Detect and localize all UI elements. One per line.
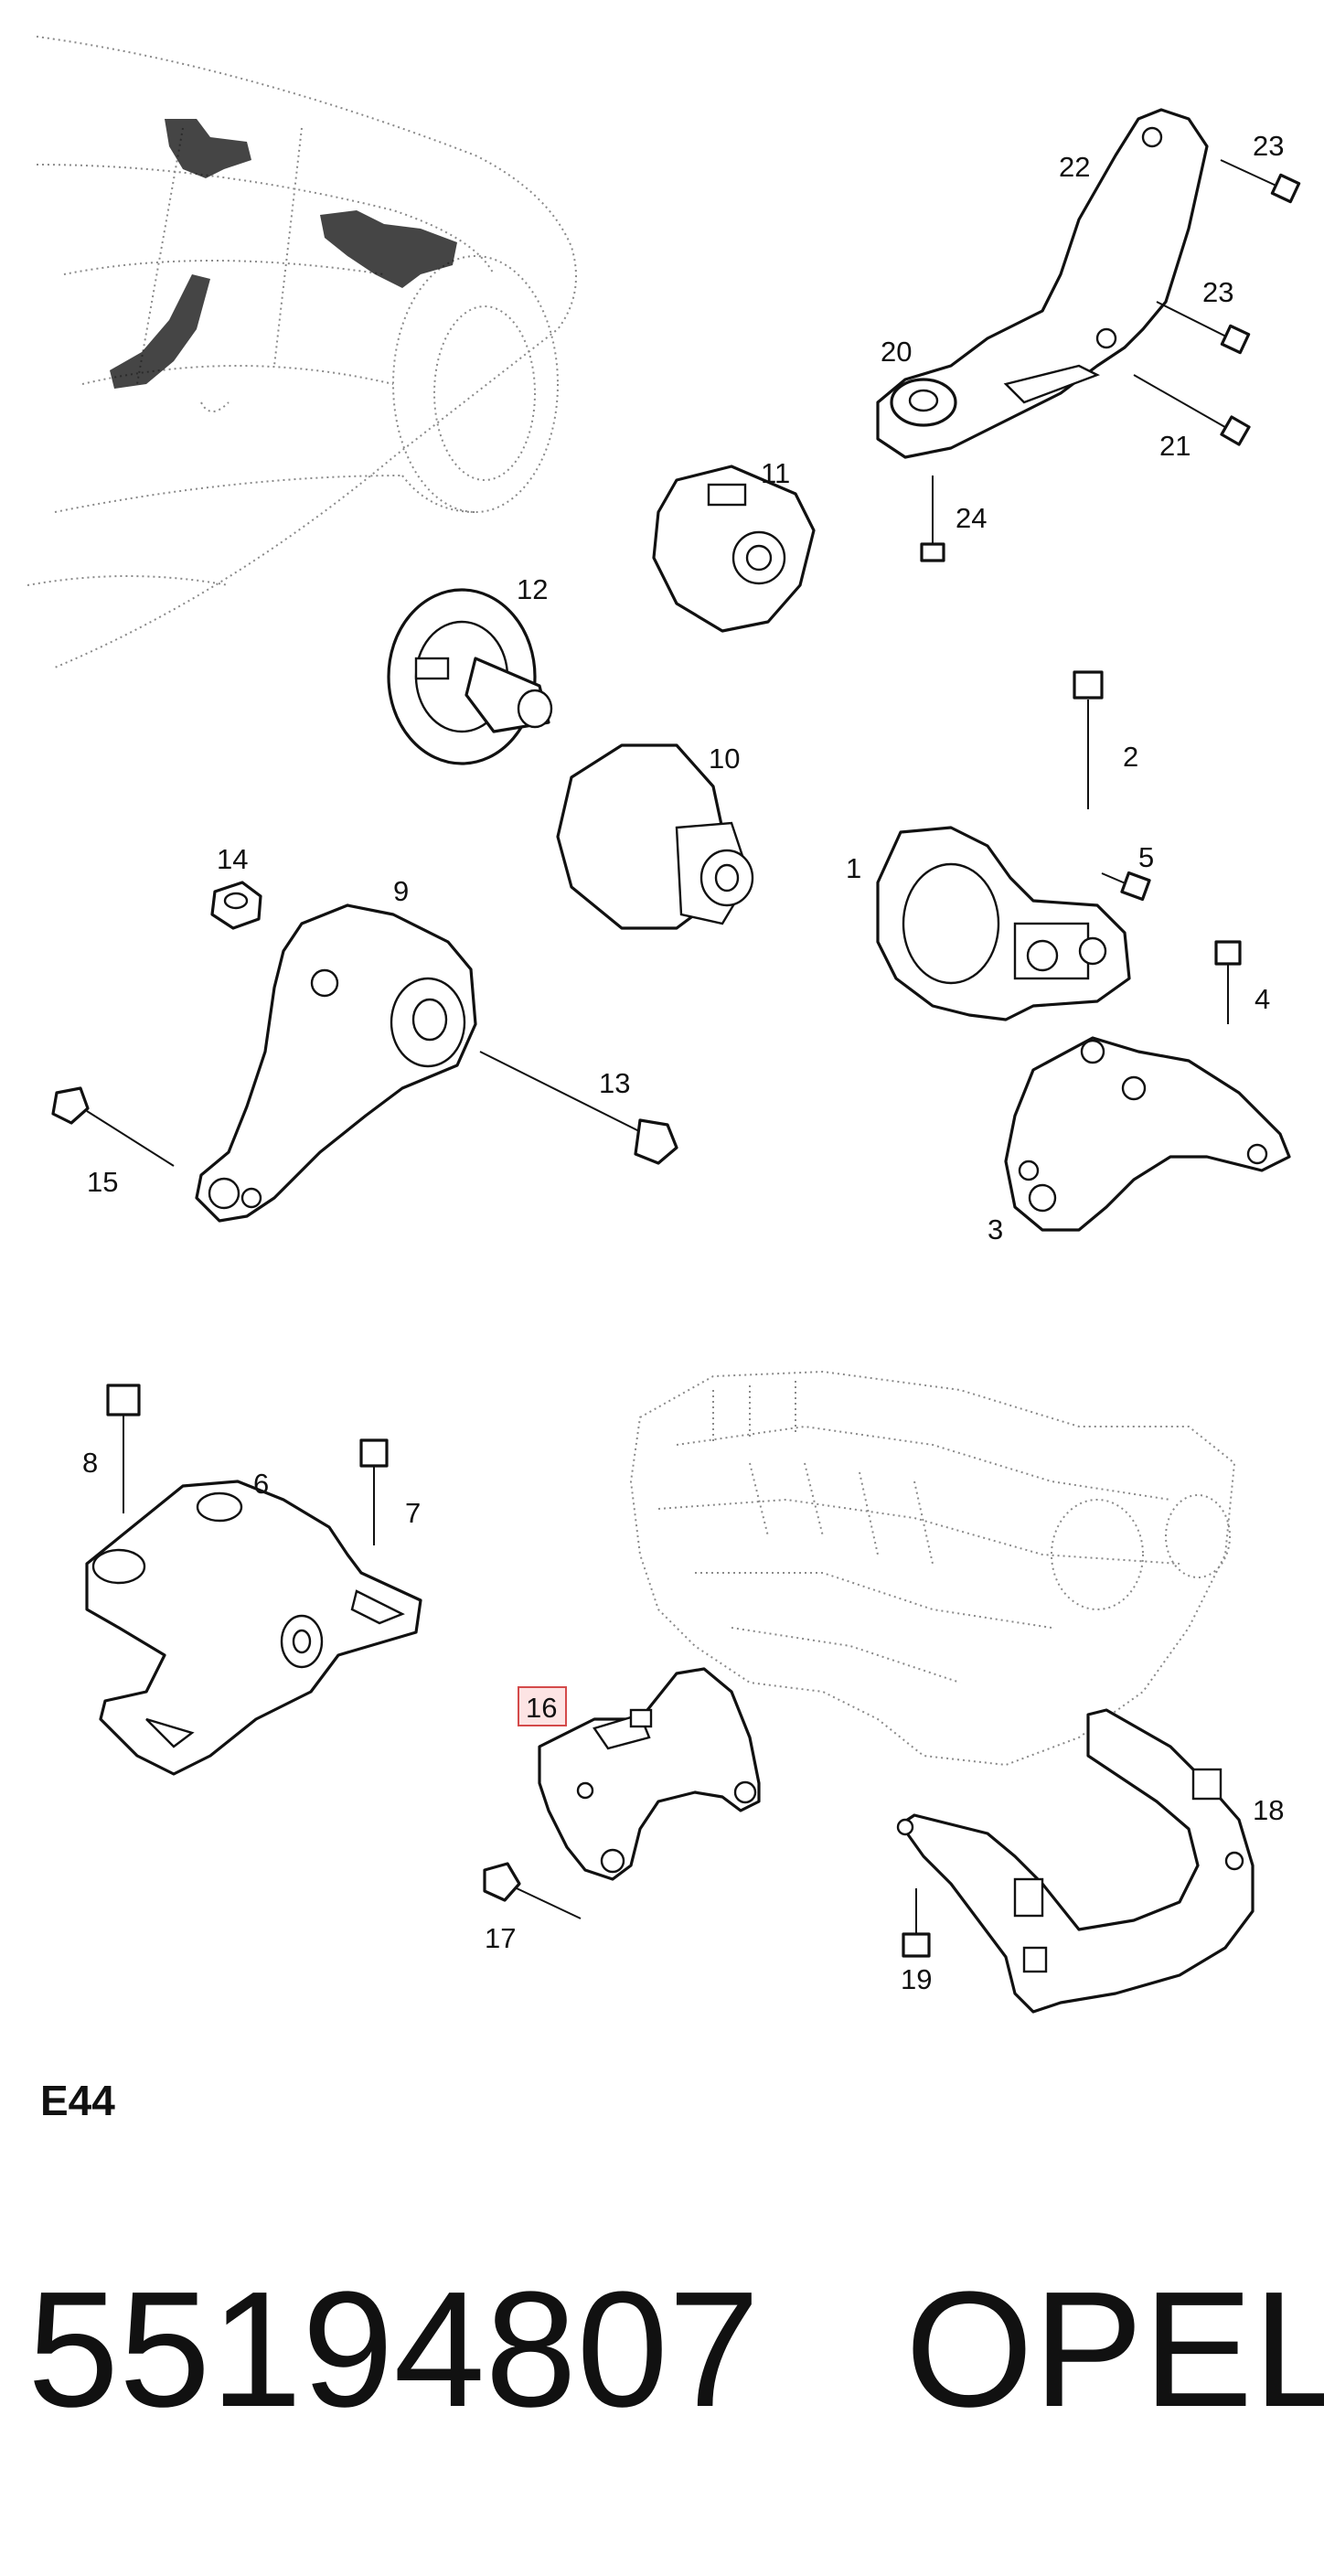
callout-1: 1 — [846, 852, 861, 884]
callout-13: 13 — [599, 1067, 630, 1099]
bolt-21 — [1133, 374, 1251, 446]
callout-17: 17 — [485, 1922, 516, 1954]
footer: 55194807 OPEL — [27, 2258, 1324, 2442]
bracket-22-assembly — [876, 108, 1209, 459]
bolt-5 — [1101, 871, 1151, 902]
callout-labels: 22 23 23 20 21 24 11 12 10 2 1 5 4 3 14 … — [82, 130, 1284, 1995]
callout-24: 24 — [956, 502, 987, 534]
nut-14 — [210, 881, 262, 930]
part-number: 55194807 — [27, 2258, 760, 2442]
callout-4: 4 — [1255, 983, 1270, 1015]
mount-12 — [387, 588, 553, 765]
car-mount-locations — [110, 119, 457, 389]
mount-6 — [85, 1480, 422, 1776]
callout-21: 21 — [1159, 430, 1191, 462]
callout-15: 15 — [87, 1166, 118, 1198]
bolt-13 — [479, 1051, 678, 1165]
bracket-3 — [1004, 1036, 1291, 1232]
callout-5: 5 — [1138, 841, 1154, 873]
callout-3: 3 — [988, 1213, 1003, 1245]
callout-18: 18 — [1253, 1794, 1284, 1826]
engine-outline — [629, 1370, 1236, 1767]
callout-22: 22 — [1059, 151, 1090, 183]
bolt-24 — [920, 476, 945, 562]
callout-7: 7 — [405, 1497, 421, 1529]
brand-name: OPEL — [905, 2258, 1324, 2442]
car-body-outline — [27, 36, 577, 668]
callout-12: 12 — [517, 573, 548, 605]
bolt-4 — [1214, 940, 1242, 1024]
callout-16-highlight — [518, 1686, 567, 1726]
callout-23-upper: 23 — [1253, 130, 1284, 162]
mount-10 — [556, 743, 754, 930]
callout-19: 19 — [901, 1963, 932, 1995]
callout-14: 14 — [217, 843, 248, 875]
bolt-8 — [106, 1384, 141, 1513]
callout-23-lower: 23 — [1202, 276, 1233, 308]
callout-9: 9 — [393, 875, 409, 907]
callout-11: 11 — [761, 457, 790, 489]
bracket-16 — [538, 1667, 761, 1881]
bolt-23-lower — [1156, 301, 1251, 355]
bolt-23-upper — [1220, 159, 1301, 204]
bolt-17 — [483, 1862, 582, 1919]
bolt-7 — [359, 1438, 389, 1545]
section-code: E44 — [40, 2077, 115, 2124]
bolt-2 — [1073, 670, 1104, 809]
callout-2: 2 — [1123, 741, 1138, 773]
torque-link-9 — [195, 903, 477, 1223]
callout-16: 16 — [526, 1692, 557, 1724]
callout-6: 6 — [253, 1468, 269, 1500]
crossmember-18 — [896, 1708, 1255, 2014]
callout-10: 10 — [709, 743, 740, 775]
bolt-19 — [902, 1888, 931, 1958]
callout-20: 20 — [881, 336, 912, 368]
bolt-15 — [51, 1086, 175, 1167]
mount-1 — [876, 826, 1131, 1021]
callout-8: 8 — [82, 1447, 98, 1479]
mount-11 — [652, 465, 816, 633]
